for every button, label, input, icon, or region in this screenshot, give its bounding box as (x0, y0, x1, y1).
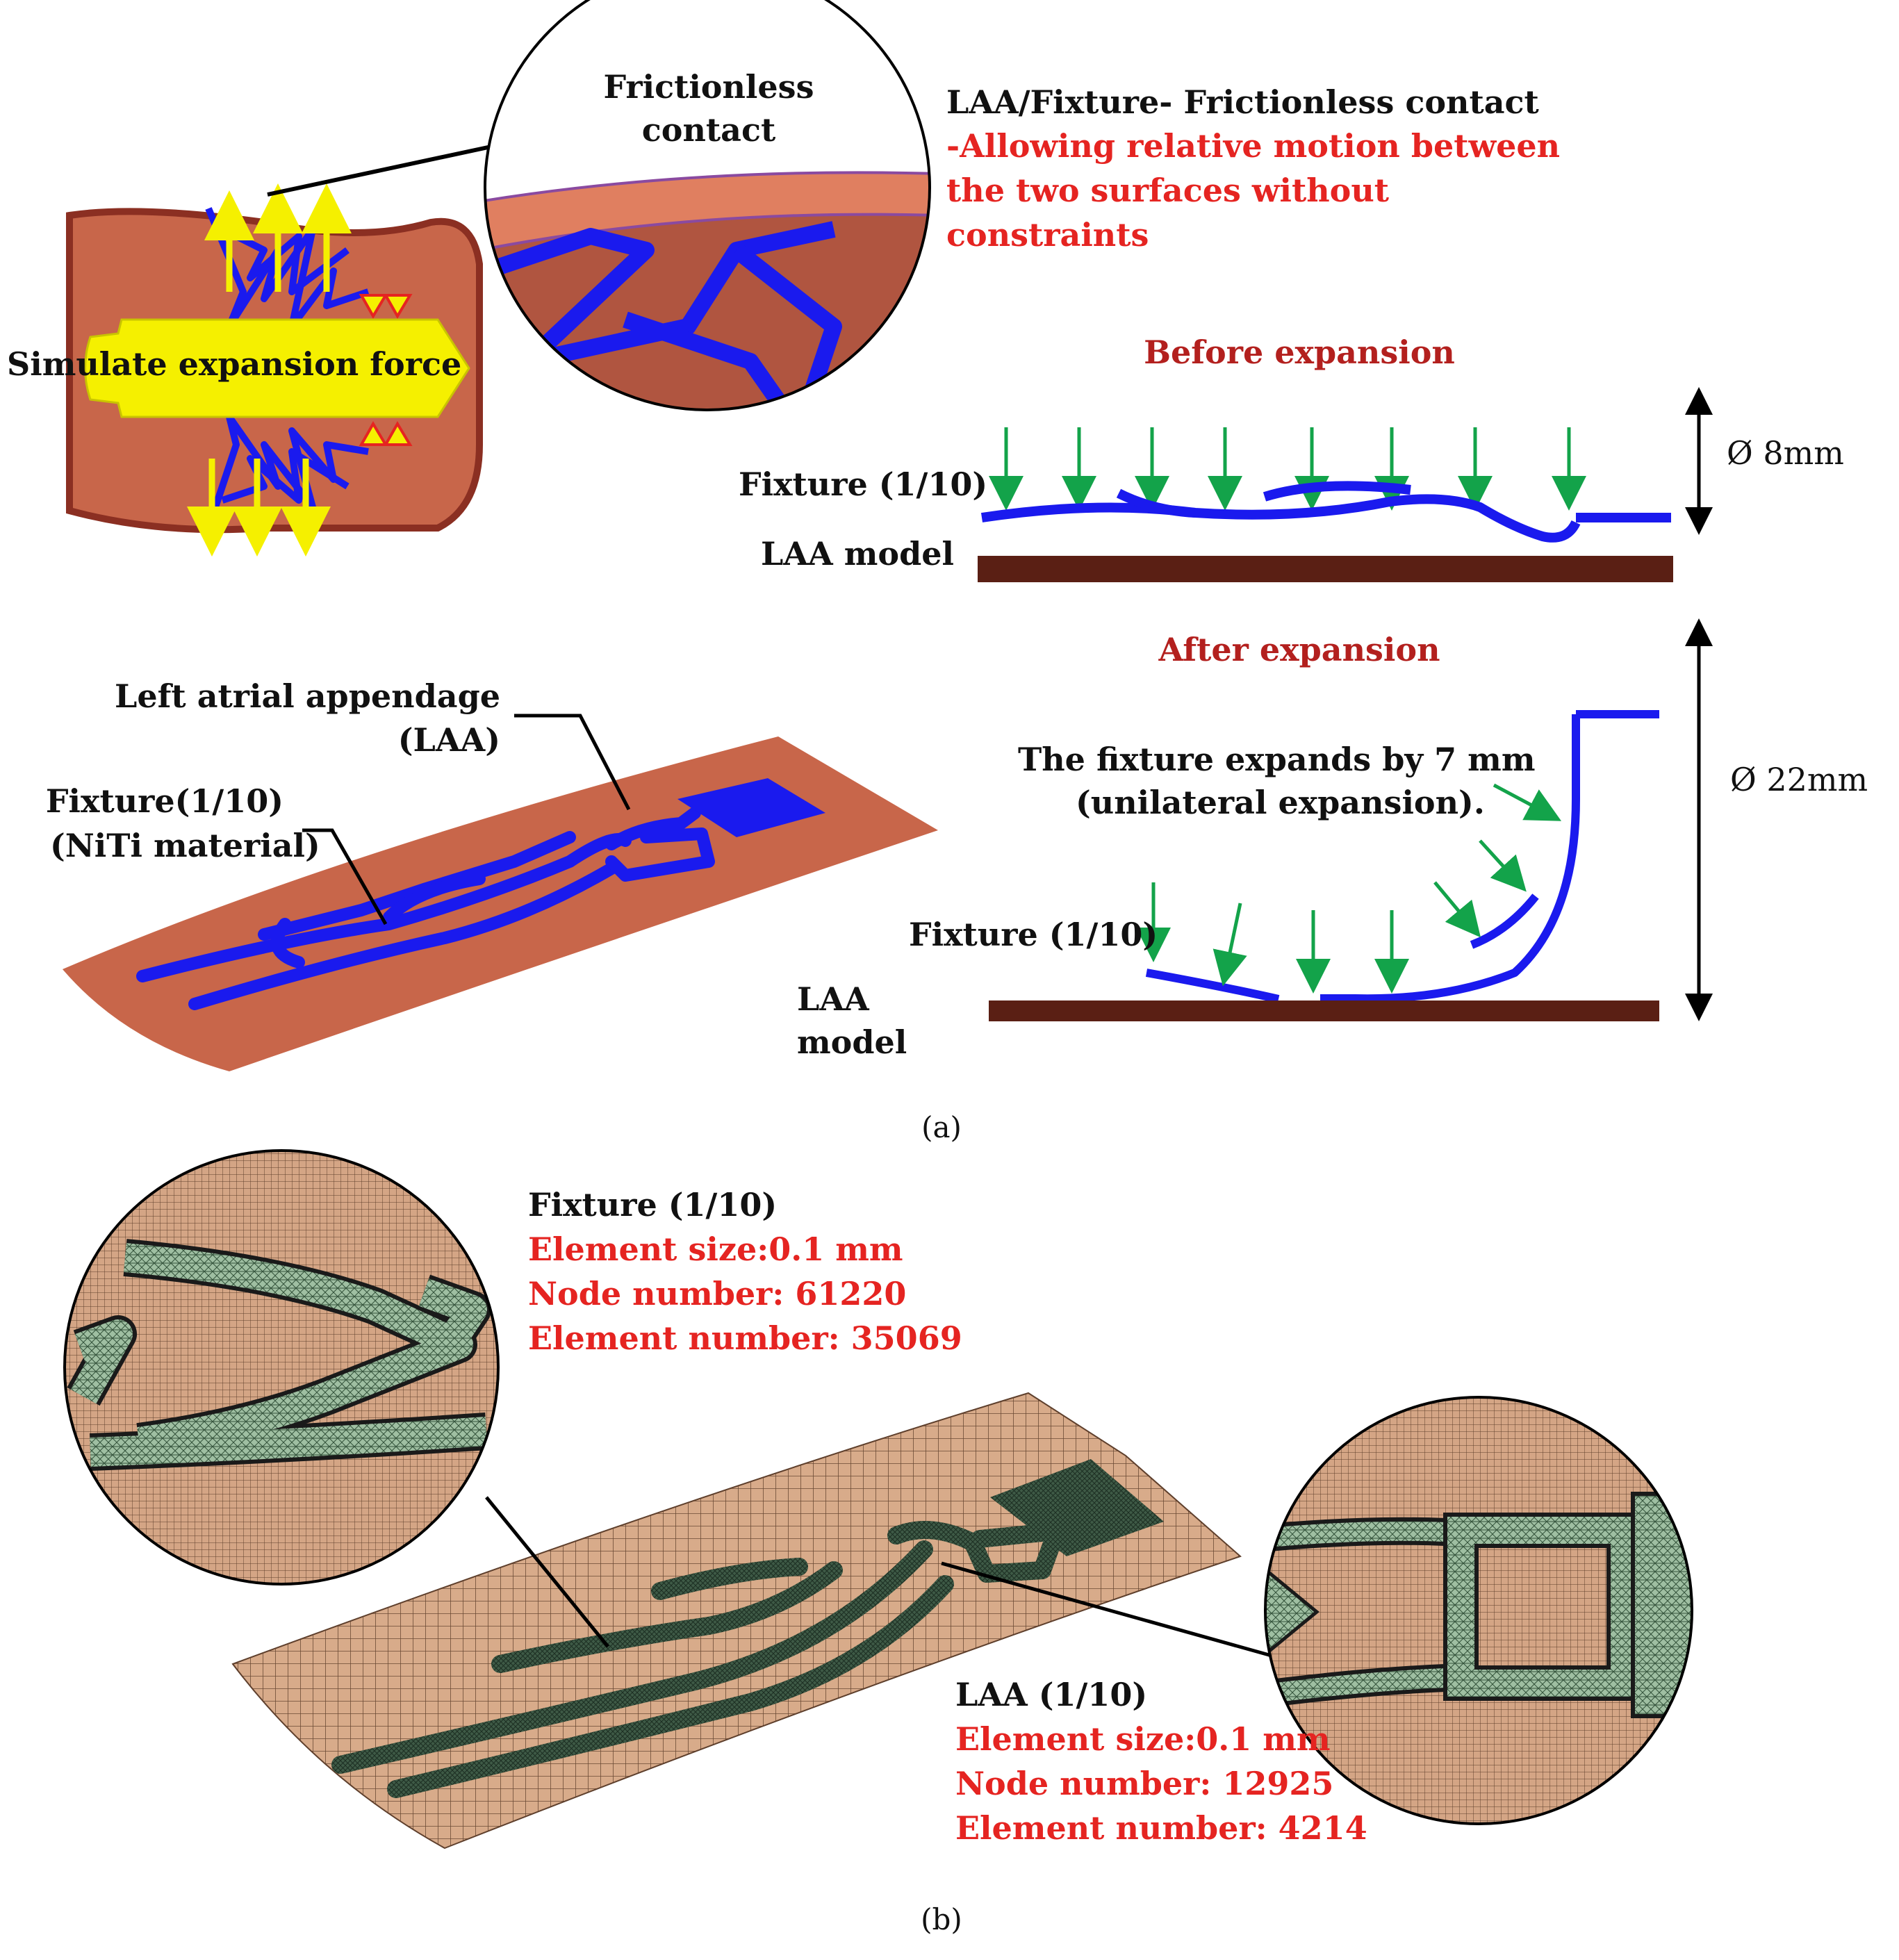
bubble-label-line1: Frictionless (603, 68, 814, 106)
expansion-note-line2: (unilateral expansion). (1076, 784, 1485, 821)
fixture-model-label-line1: Fixture(1/10) (45, 782, 283, 820)
before-fixture-arrows (989, 427, 1586, 511)
model-leader-lines (302, 714, 631, 925)
before-laa-label: LAA model (761, 535, 954, 573)
fixture-mesh-element-number: Element number: 35069 (528, 1319, 962, 1357)
bubble-leader-line (267, 140, 511, 197)
contact-heading: LAA/Fixture- Frictionless contact (946, 83, 1539, 121)
constraint-triangles (359, 294, 413, 446)
after-laa-label-line2: model (797, 1023, 907, 1061)
laa-mesh-node-number: Node number: 12925 (955, 1765, 1334, 1802)
bubble-label-line2: contact (641, 111, 776, 149)
yellow-force-arrows (187, 183, 352, 557)
laa-mesh-title: LAA (1/10) (955, 1676, 1148, 1713)
after-fixture-label: Fixture (1/10) (909, 916, 1158, 953)
after-heading: After expansion (1158, 631, 1440, 668)
fixture-mesh-model (331, 1521, 1065, 1798)
after-fixture (1145, 710, 1659, 1003)
before-laa-bar (978, 556, 1673, 582)
fixture-mesh-zoom (63, 1149, 500, 1586)
fixture-model (136, 807, 715, 1010)
expansion-force-arrow (84, 318, 470, 418)
mesh-leader-lines (485, 1496, 1290, 1663)
fixture-model-head (677, 778, 825, 837)
laa-model-label-line1: Left atrial appendage (115, 677, 500, 715)
caption-b: (b) (921, 1902, 962, 1936)
caption-a: (a) (921, 1110, 962, 1144)
contact-desc-line3: constraints (946, 216, 1149, 254)
laa-mesh-element-size: Element size:0.1 mm (955, 1720, 1331, 1758)
before-diameter: Ø 8mm (1727, 434, 1844, 472)
after-laa-bar (989, 1000, 1659, 1021)
fixture-mesh-head (990, 1459, 1164, 1556)
contact-desc-line1: -Allowing relative motion between (946, 127, 1561, 165)
after-diameter: Ø 22mm (1730, 761, 1868, 798)
after-fixture-arrows (1136, 783, 1562, 994)
fixture-model-label-line2: (NiTi material) (50, 827, 320, 864)
laa-model-label-line2: (LAA) (397, 721, 500, 759)
fixture-mesh-title: Fixture (1/10) (528, 1186, 778, 1224)
fixture-struts-top (205, 207, 370, 330)
fixture-mesh-element-size: Element size:0.1 mm (528, 1230, 903, 1268)
force-label: Simulate expansion force (7, 345, 462, 383)
frictionless-contact-bubble (484, 0, 931, 411)
laa-mesh-zoom (1264, 1396, 1693, 1825)
before-fixture-label: Fixture (1/10) (739, 466, 988, 503)
expansion-note-line1: The fixture expands by 7 mm (1018, 741, 1536, 778)
before-heading: Before expansion (1144, 333, 1455, 371)
laa-mesh-element-number: Element number: 4214 (955, 1809, 1367, 1847)
fixture-mesh-node-number: Node number: 61220 (528, 1275, 907, 1312)
contact-desc-line2: the two surfaces without (946, 172, 1390, 209)
after-laa-label-line1: LAA (797, 980, 869, 1018)
before-fixture (980, 481, 1671, 543)
